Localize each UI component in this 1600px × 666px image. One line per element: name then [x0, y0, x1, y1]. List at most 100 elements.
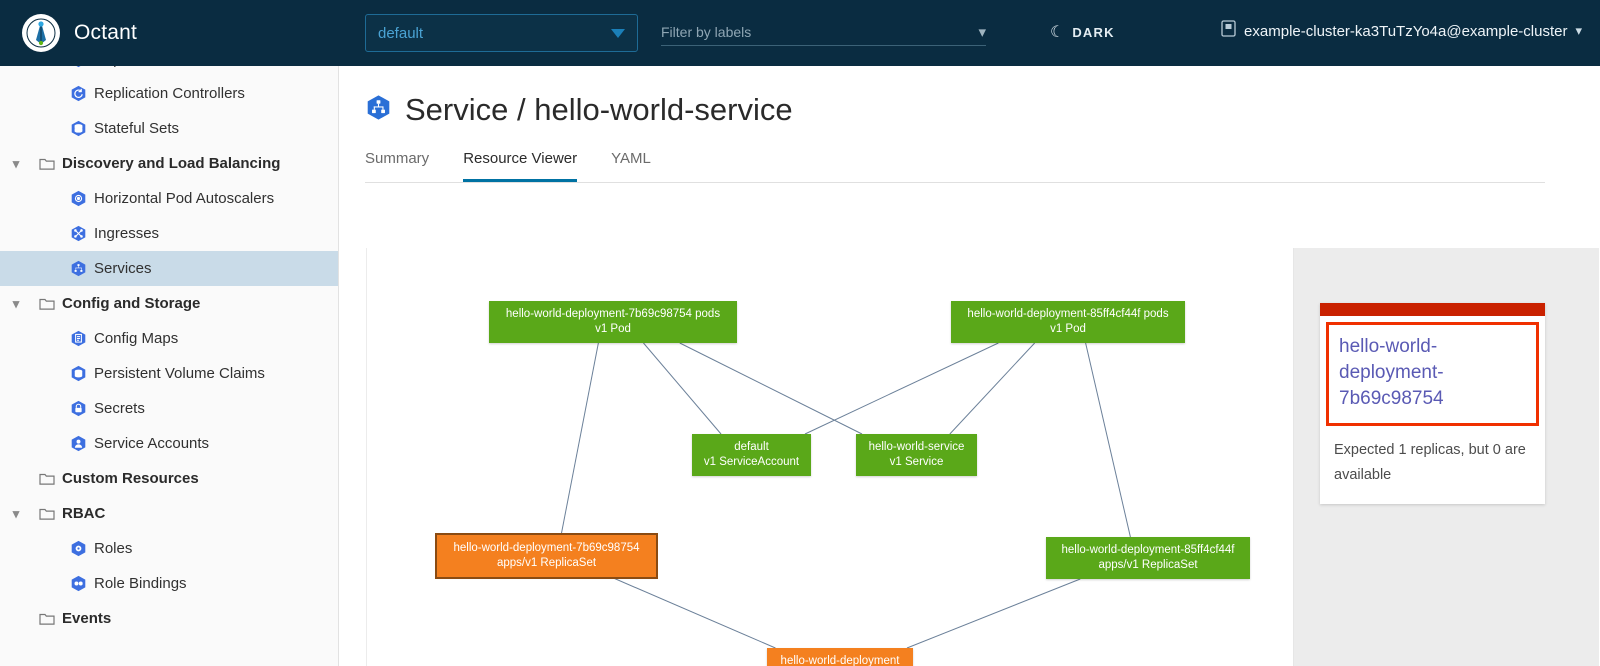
octant-logo-icon	[22, 14, 60, 52]
sidebar-item-label: Replica Sets	[94, 66, 178, 68]
detail-card-title-link[interactable]: hello-world-deployment-7b69c98754	[1339, 336, 1444, 409]
k8s-hpa-icon	[62, 190, 94, 207]
graph-node-sa-default[interactable]: default v1 ServiceAccount	[692, 434, 811, 476]
chevron-down-icon: ▾	[1575, 23, 1582, 38]
graph-edge	[679, 342, 863, 435]
graph-node-pod-85ff[interactable]: hello-world-deployment-85ff4cf44f pods v1…	[951, 301, 1185, 343]
chevron-down-icon[interactable]: ▾	[12, 155, 20, 171]
k8s-rolebinding-icon	[62, 575, 94, 592]
namespace-select[interactable]: default	[365, 14, 638, 52]
sidebar-item-label: Role Bindings	[94, 575, 187, 592]
sidebar-item-services[interactable]: Services	[0, 251, 338, 286]
graph-edge	[804, 342, 999, 435]
sidebar-item-discovery-and-load-balancing[interactable]: ▾ Discovery and Load Balancing	[0, 146, 338, 181]
graph-node-svc-hw[interactable]: hello-world-service v1 Service	[856, 434, 977, 476]
graph-node-deploy-hw[interactable]: hello-world-deploymentapps/v1 Deployment	[767, 648, 913, 666]
sidebar-item-label: Ingresses	[94, 225, 160, 242]
sidebar-item-label: Service Accounts	[94, 435, 210, 452]
sidebar-item-label: Secrets	[94, 400, 145, 417]
tab-yaml[interactable]: YAML	[611, 150, 651, 167]
sidebar-item-replication-controllers[interactable]: Replication Controllers	[0, 76, 338, 111]
cluster-icon	[1221, 20, 1236, 42]
graph-edges	[560, 342, 1131, 649]
sidebar-item-persistent-volume-claims[interactable]: Persistent Volume Claims	[0, 356, 338, 391]
k8s-pvc-icon	[62, 365, 94, 382]
graph-node-title: hello-world-deployment-85ff4cf44f	[1061, 544, 1235, 556]
chevron-down-icon	[611, 28, 625, 38]
main-content: Service / hello-world-service Summary Res…	[339, 66, 1600, 666]
chevron-down-icon[interactable]: ▾	[12, 505, 20, 521]
graph-node-kind: v1 Pod	[1050, 323, 1086, 335]
k8s-ingress-icon	[62, 225, 94, 242]
sidebar-item-horizontal-pod-autoscalers[interactable]: Horizontal Pod Autoscalers	[0, 181, 338, 216]
tab-summary[interactable]: Summary	[365, 150, 430, 167]
graph-node-title: hello-world-deployment	[780, 655, 900, 666]
chevron-down-icon[interactable]: ▾	[12, 295, 20, 311]
detail-card: hello-world-deployment-7b69c98754 Expect…	[1320, 303, 1545, 504]
graph-node-rs-7b69[interactable]: hello-world-deployment-7b69c98754 apps/v1…	[435, 533, 658, 579]
graph-edge	[643, 342, 722, 435]
sidebar-item-replica-sets[interactable]: Replica Sets	[0, 66, 338, 76]
graph-node-title: default	[734, 441, 769, 453]
sidebar-item-secrets[interactable]: Secrets	[0, 391, 338, 426]
sidebar-nav-list: Replication Controllers Stateful Sets ▾ D…	[0, 76, 338, 636]
sidebar-item-label: Events	[62, 610, 112, 627]
folder-icon	[32, 472, 62, 486]
graph-node-title: hello-world-service	[868, 441, 965, 453]
folder-icon	[32, 612, 62, 626]
sidebar-item-label: Custom Resources	[62, 470, 199, 487]
graph-edge	[560, 342, 599, 536]
detail-card-status: Expected 1 replicas, but 0 are available	[1334, 442, 1526, 483]
cluster-label: example-cluster-ka3TuTzYo4a@example-clus…	[1244, 22, 1568, 40]
k8s-statefulset-icon	[62, 120, 94, 137]
page-title-text: Service / hello-world-service	[405, 92, 793, 127]
graph-node-title: hello-world-deployment-7b69c98754	[453, 542, 640, 554]
graph-edge	[949, 342, 1036, 435]
graph-node-kind: v1 Service	[889, 456, 944, 468]
sidebar-item-events[interactable]: ▾ Events	[0, 601, 338, 636]
sidebar-item-label: Stateful Sets	[94, 120, 180, 137]
k8s-role-icon	[62, 540, 94, 557]
graph-node-title: hello-world-deployment-85ff4cf44f pods	[967, 308, 1169, 320]
sidebar-item-label: Horizontal Pod Autoscalers	[94, 190, 275, 207]
sidebar-item-rbac[interactable]: ▾ RBAC	[0, 496, 338, 531]
theme-toggle-label: DARK	[1072, 24, 1115, 40]
sidebar-item-label: Replication Controllers	[94, 85, 245, 102]
graph-edge	[610, 576, 776, 649]
sidebar[interactable]: Replica Sets Replication Controllers Sta…	[0, 66, 339, 666]
label-filter-input[interactable]: Filter by labels ▾	[661, 18, 986, 46]
sidebar-item-label: Roles	[94, 540, 133, 557]
graph-node-kind: apps/v1 ReplicaSet	[496, 557, 597, 569]
sidebar-item-label: Config and Storage	[62, 295, 201, 312]
sidebar-item-label: Services	[94, 260, 152, 277]
brand[interactable]: Octant	[22, 14, 137, 52]
sidebar-item-roles[interactable]: Roles	[0, 531, 338, 566]
k8s-secret-icon	[62, 400, 94, 417]
chevron-down-icon: ▾	[978, 23, 986, 41]
sidebar-item-label: Persistent Volume Claims	[94, 365, 265, 382]
sidebar-item-ingresses[interactable]: Ingresses	[0, 216, 338, 251]
cluster-select[interactable]: example-cluster-ka3TuTzYo4a@example-clus…	[1221, 20, 1582, 42]
graph-edge	[906, 578, 1081, 649]
sidebar-item-custom-resources[interactable]: ▾ Custom Resources	[0, 461, 338, 496]
k8s-service-icon	[365, 94, 392, 126]
k8s-serviceaccount-icon	[62, 435, 94, 452]
app-header: Octant default Filter by labels ▾ ☾ DARK…	[0, 0, 1600, 66]
brand-name: Octant	[74, 21, 138, 44]
sidebar-item-config-and-storage[interactable]: ▾ Config and Storage	[0, 286, 338, 321]
tab-resource-viewer[interactable]: Resource Viewer	[463, 150, 578, 182]
sidebar-item-stateful-sets[interactable]: Stateful Sets	[0, 111, 338, 146]
sidebar-item-role-bindings[interactable]: Role Bindings	[0, 566, 338, 601]
graph-edge	[1085, 342, 1131, 538]
folder-icon	[32, 157, 62, 171]
folder-icon	[32, 507, 62, 521]
sidebar-item-service-accounts[interactable]: Service Accounts	[0, 426, 338, 461]
theme-toggle[interactable]: ☾ DARK	[1050, 22, 1115, 42]
sidebar-item-config-maps[interactable]: Config Maps	[0, 321, 338, 356]
graph-node-kind: v1 Pod	[595, 323, 631, 335]
graph-node-kind: v1 ServiceAccount	[703, 456, 800, 468]
